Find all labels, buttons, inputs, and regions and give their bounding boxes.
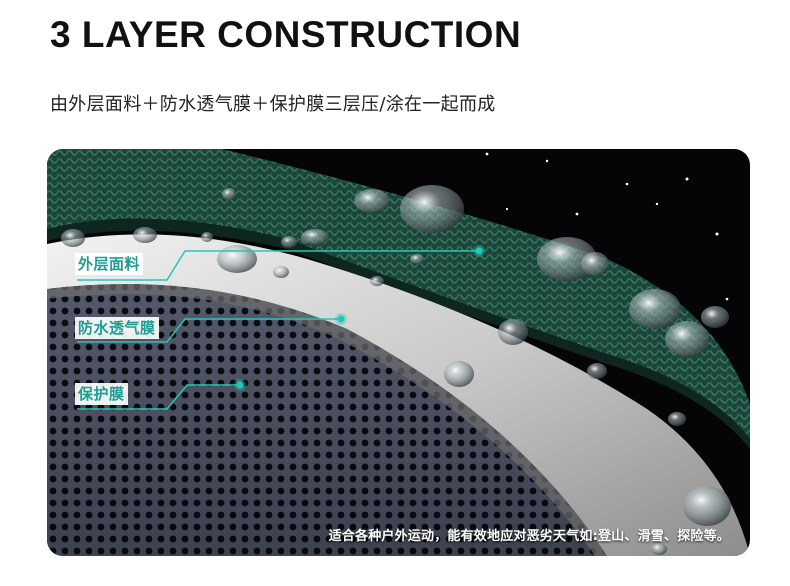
outer-fabric-layer: [47, 149, 750, 439]
callout-membrane: 防水透气膜: [75, 317, 159, 339]
sparkle-dots: [485, 152, 729, 301]
fabric-layers-graphic: [47, 149, 750, 556]
page-title: 3 LAYER CONSTRUCTION: [50, 14, 522, 55]
membrane-layer: [47, 234, 750, 556]
callout-protect-layer: 保护膜: [75, 383, 128, 405]
page-subtitle: 由外层面料＋防水透气膜＋保护膜三层压/涂在一起而成: [50, 94, 496, 115]
water-droplets: [61, 185, 731, 555]
layer-illustration: 外层面料 防水透气膜 保护膜 适合各种户外运动，能有效地应对恶劣天气如:登山、滑…: [47, 149, 750, 556]
callout-dots: [234, 245, 485, 391]
usage-footnote: 适合各种户外运动，能有效地应对恶劣天气如:登山、滑雪、探险等。: [328, 529, 730, 544]
callout-outer-fabric: 外层面料: [75, 253, 144, 275]
callout-lines: [77, 250, 479, 410]
